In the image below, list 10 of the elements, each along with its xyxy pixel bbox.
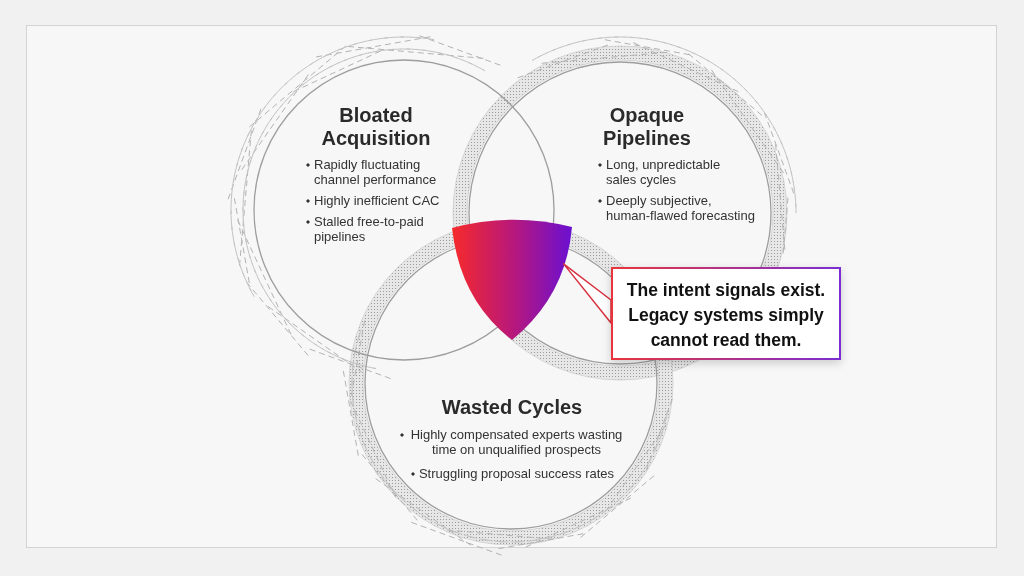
intersection-shape — [452, 218, 572, 342]
circle-heading: Bloated Acquisition — [320, 104, 432, 150]
bullet-point: Highly inefficient CAC — [305, 193, 442, 208]
circle-heading: Wasted Cycles — [440, 396, 584, 419]
bullet-point: Struggling proposal success rates — [409, 466, 615, 481]
bullet-point: Deeply subjective, human-flawed forecasting — [597, 193, 758, 223]
callout-pointer — [562, 263, 612, 324]
circle-heading: Opaque Pipelines — [602, 104, 692, 150]
bullet-point: Highly compensated experts wasting time on unqualified prospects — [399, 427, 625, 457]
callout-text: The intent signals exist. Legacy systems simply cannot read them. — [625, 278, 827, 352]
